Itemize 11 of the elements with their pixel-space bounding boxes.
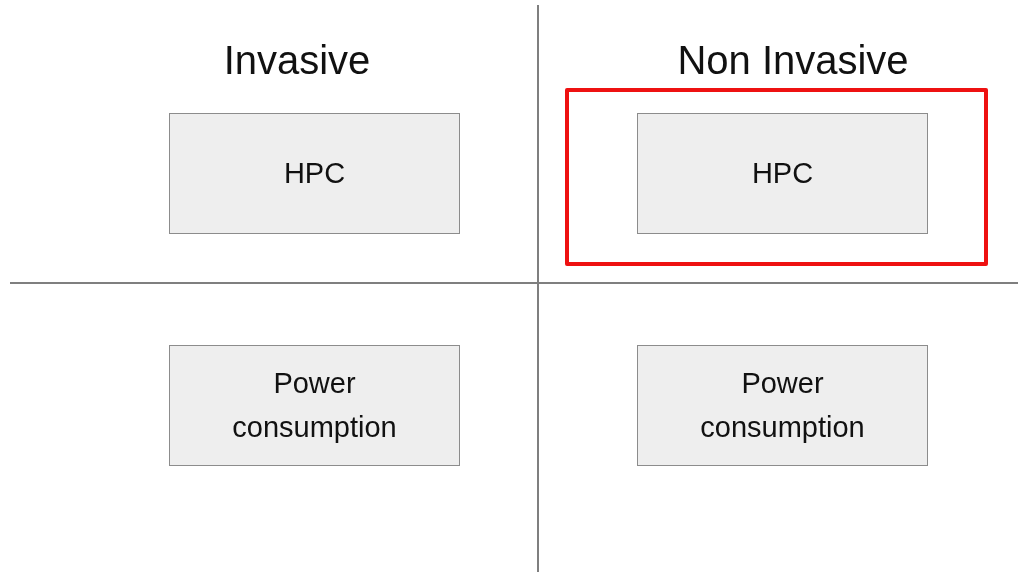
box-label: Power consumption [231,366,398,445]
text-box [169,113,460,234]
text-box [637,113,928,234]
box-label: Power consumption [699,366,866,445]
column-heading: Non Invasive [677,38,909,83]
text-box [637,345,928,466]
highlight-frame [565,88,988,266]
box-label: HPC [283,155,346,191]
text-box [169,345,460,466]
column-heading: Invasive [223,38,371,83]
box-label: HPC [751,155,814,191]
